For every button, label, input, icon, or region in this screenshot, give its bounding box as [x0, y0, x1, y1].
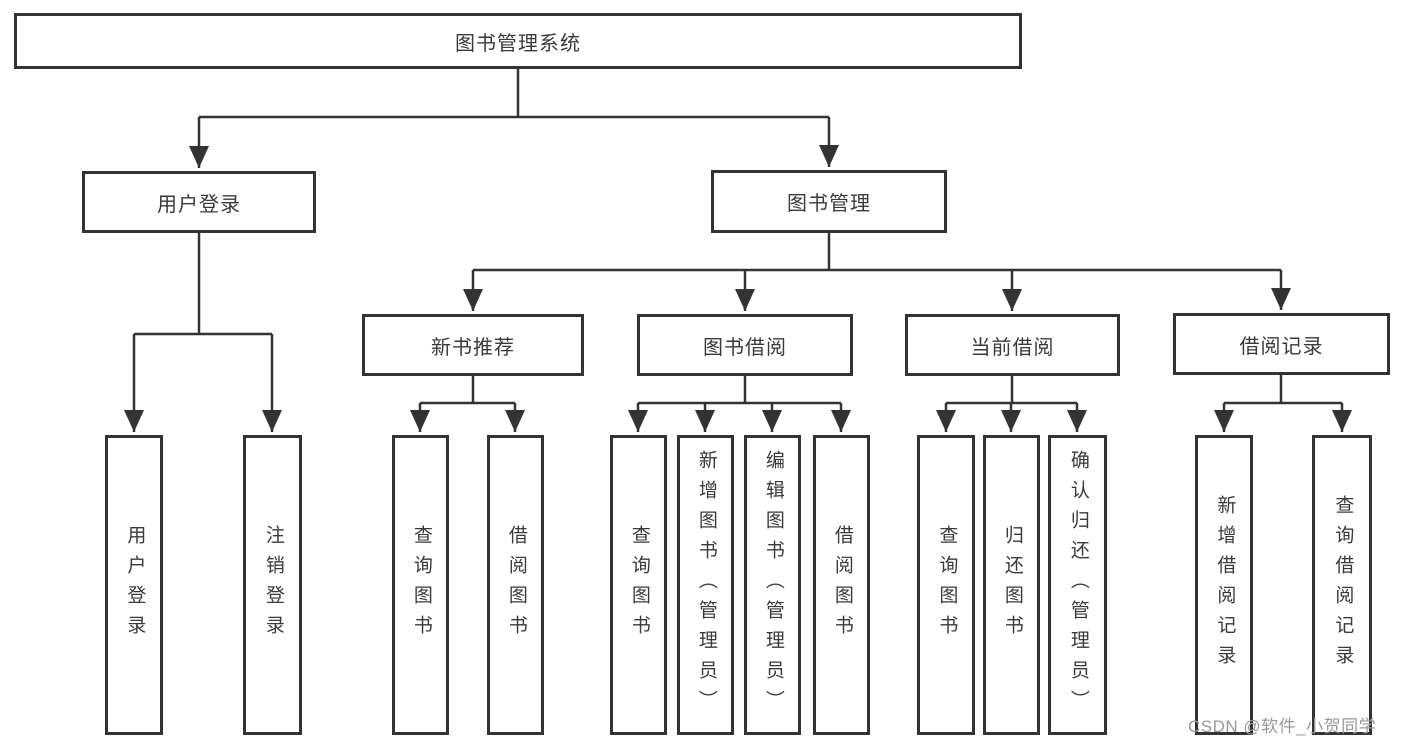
- leaf-query-books-2: 查询图书: [610, 435, 667, 735]
- node-root: 图书管理系统: [14, 13, 1022, 69]
- watermark: CSDN @软件_小贺同学: [1188, 717, 1377, 736]
- leaf-edit-book-admin: 编辑图书（管理员）: [744, 435, 801, 735]
- leaf-query-books-1: 查询图书: [392, 435, 449, 735]
- node-book-management: 图书管理: [711, 170, 947, 233]
- node-book-borrow: 图书借阅: [637, 314, 853, 376]
- leaf-add-book-admin: 新增图书（管理员）: [677, 435, 734, 735]
- leaf-borrow-books-2: 借阅图书: [813, 435, 870, 735]
- leaf-return-book: 归还图书: [983, 435, 1040, 735]
- node-borrow-records: 借阅记录: [1173, 313, 1390, 375]
- leaf-borrow-books-1: 借阅图书: [487, 435, 544, 735]
- leaf-logout: 注销登录: [243, 435, 302, 735]
- node-user-login: 用户登录: [82, 171, 316, 233]
- node-new-book-recommend: 新书推荐: [362, 314, 584, 376]
- leaf-confirm-return-admin: 确认归还（管理员）: [1048, 435, 1107, 735]
- leaf-query-books-3: 查询图书: [917, 435, 975, 735]
- leaf-user-login: 用户登录: [105, 435, 163, 735]
- node-current-borrow: 当前借阅: [905, 314, 1120, 376]
- leaf-query-borrow-record: 查询借阅记录: [1312, 435, 1372, 735]
- leaf-add-borrow-record: 新增借阅记录: [1195, 435, 1253, 735]
